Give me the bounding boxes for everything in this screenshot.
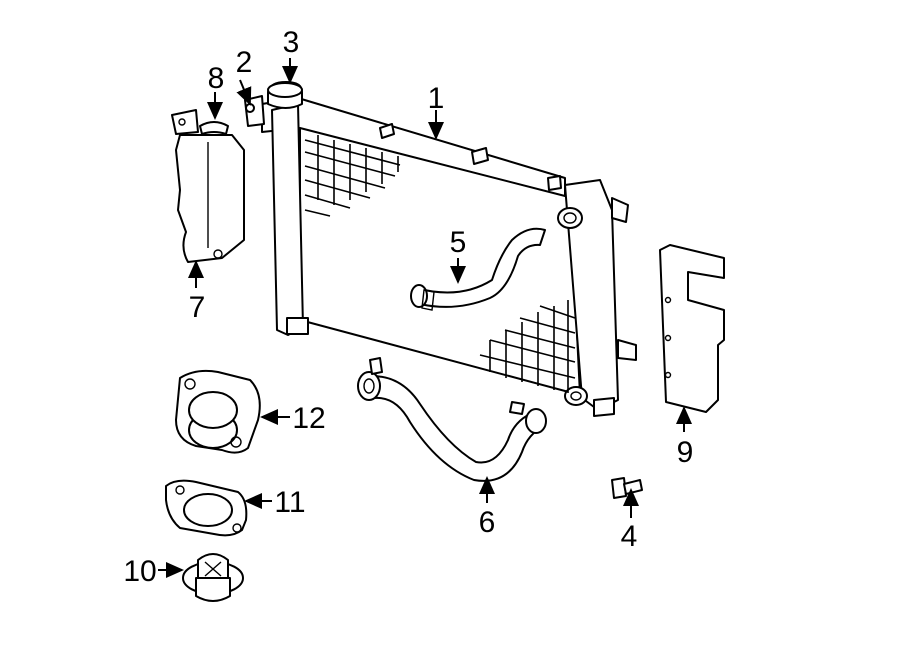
mounting-bolt (611, 477, 643, 499)
shroud-bracket (171, 109, 245, 263)
callout-4: 4 (621, 520, 638, 553)
leader-lines (158, 58, 692, 578)
callout-1: 1 (428, 82, 445, 115)
radiator-cap (267, 81, 303, 109)
leader-2 (236, 79, 252, 106)
grommet (199, 121, 229, 135)
upper-radiator-hose (410, 227, 546, 311)
callout-11: 11 (274, 486, 305, 519)
callout-12: 12 (292, 402, 325, 435)
side-seal (659, 244, 725, 413)
callout-8: 8 (208, 62, 225, 95)
callout-labels: 1 2 3 4 5 6 7 8 9 10 11 12 (123, 26, 693, 588)
callout-6: 6 (479, 506, 496, 539)
lower-radiator-hose (357, 357, 547, 482)
callout-2: 2 (236, 46, 253, 79)
callout-7: 7 (189, 291, 206, 324)
thermostat-housing (175, 369, 261, 454)
housing-gasket (165, 479, 248, 537)
callout-9: 9 (677, 436, 694, 469)
radiator (261, 97, 637, 417)
callout-3: 3 (283, 26, 300, 59)
thermostat (182, 553, 244, 602)
callout-10: 10 (123, 555, 156, 588)
callout-5: 5 (450, 226, 467, 259)
